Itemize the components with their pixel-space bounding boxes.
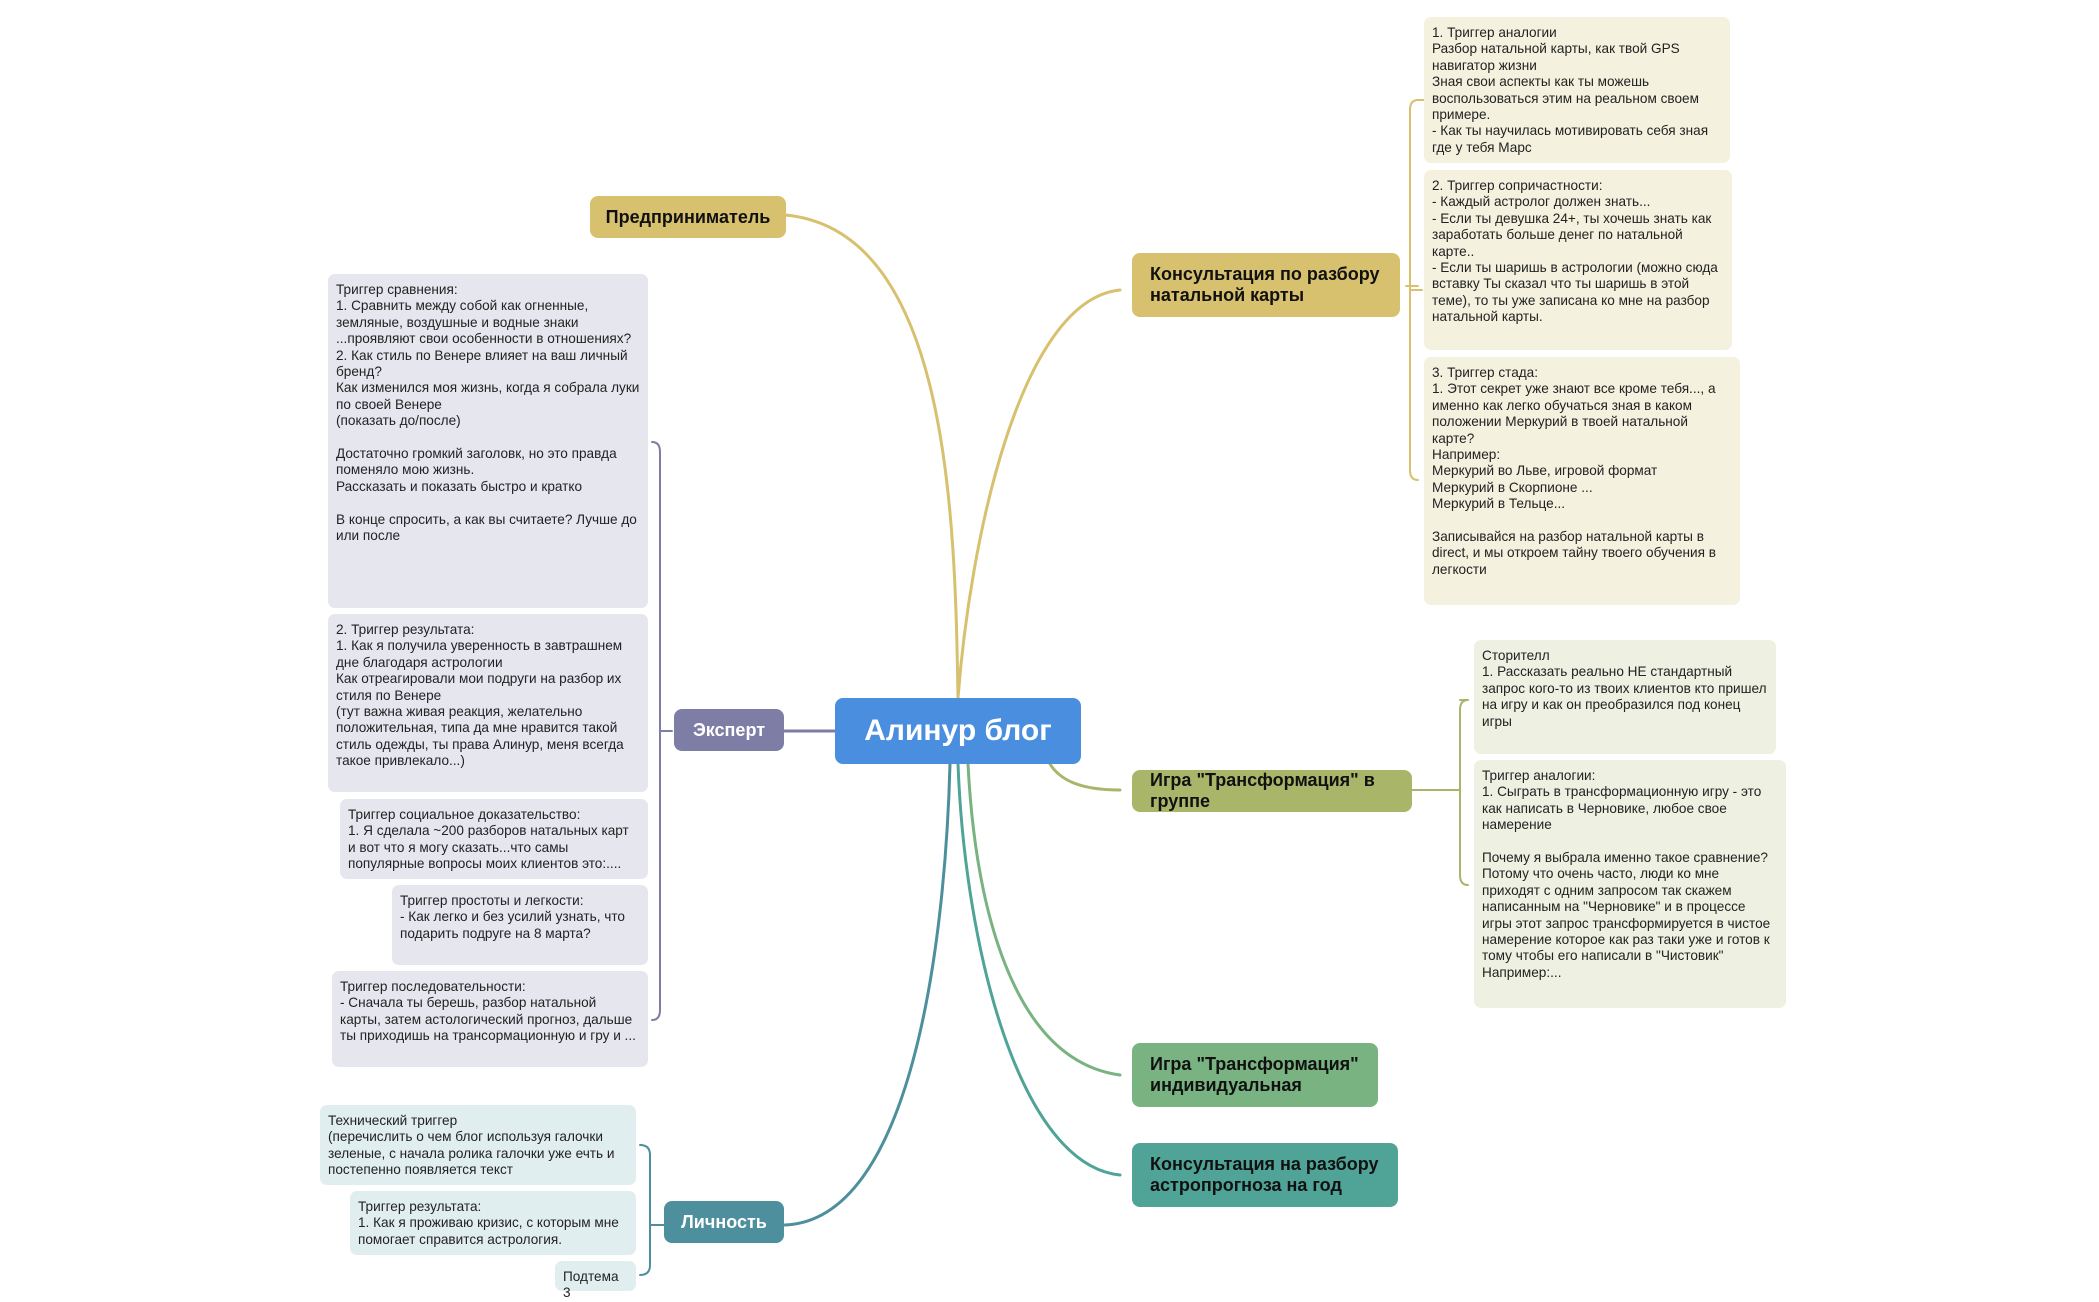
bracket-igra-gruppa-v: [1459, 699, 1469, 886]
branch-astro[interactable]: Консультация на разбору астропрогноза на…: [1132, 1143, 1398, 1207]
branch-igra-ind[interactable]: Игра "Трансформация" индивидуальная: [1132, 1043, 1378, 1107]
branch-lichnost[interactable]: Личность: [664, 1201, 784, 1243]
bracket-lichnost: [639, 1144, 666, 1276]
link-predprinimatel: [783, 213, 960, 700]
note-ekspert-5: Триггер последовательности: - Сначала ты…: [332, 971, 648, 1067]
link-lichnost: [783, 762, 952, 1227]
branch-ekspert[interactable]: Эксперт: [674, 709, 784, 751]
note-konsultaciya-3: 3. Триггер стада: 1. Этот секрет уже зна…: [1424, 357, 1740, 605]
link-astro: [956, 762, 1122, 1177]
note-ekspert-1: Триггер сравнения: 1. Сравнить между соб…: [328, 274, 648, 608]
branch-konsultaciya[interactable]: Консультация по разбору натальной карты: [1132, 253, 1400, 317]
note-ekspert-4: Триггер простоты и легкости: - Как легко…: [392, 885, 648, 965]
link-igra-gruppa: [1048, 762, 1122, 792]
note-lichnost-3: Подтема 3: [555, 1261, 636, 1300]
link-igra-ind: [966, 762, 1122, 1077]
root-node[interactable]: Алинур блог: [835, 698, 1081, 764]
link-konsultaciya: [956, 288, 1122, 700]
note-lichnost-2: Триггер результата: 1. Как я проживаю кр…: [350, 1191, 636, 1255]
note-igra-gruppa-1: Сторителл 1. Рассказать реально НЕ станд…: [1474, 640, 1776, 754]
note-konsultaciya-1: 1. Триггер аналогии Разбор натальной кар…: [1424, 17, 1730, 163]
branch-igra-gruppa[interactable]: Игра "Трансформация" в группе: [1132, 770, 1412, 812]
note-igra-gruppa-2: Триггер аналогии: 1. Сыграть в трансформ…: [1474, 760, 1786, 1008]
branch-predprinimatel[interactable]: Предприниматель: [590, 196, 786, 238]
bracket-konsultaciya: [1405, 99, 1425, 481]
note-ekspert-2: 2. Триггер результата: 1. Как я получила…: [328, 614, 648, 792]
note-lichnost-1: Технический триггер (перечислить о чем б…: [320, 1105, 636, 1185]
bracket-ekspert: [651, 441, 673, 1021]
note-ekspert-3: Триггер социальное доказательство: 1. Я …: [340, 799, 648, 879]
note-konsultaciya-2: 2. Триггер сопричастности: - Каждый астр…: [1424, 170, 1732, 350]
